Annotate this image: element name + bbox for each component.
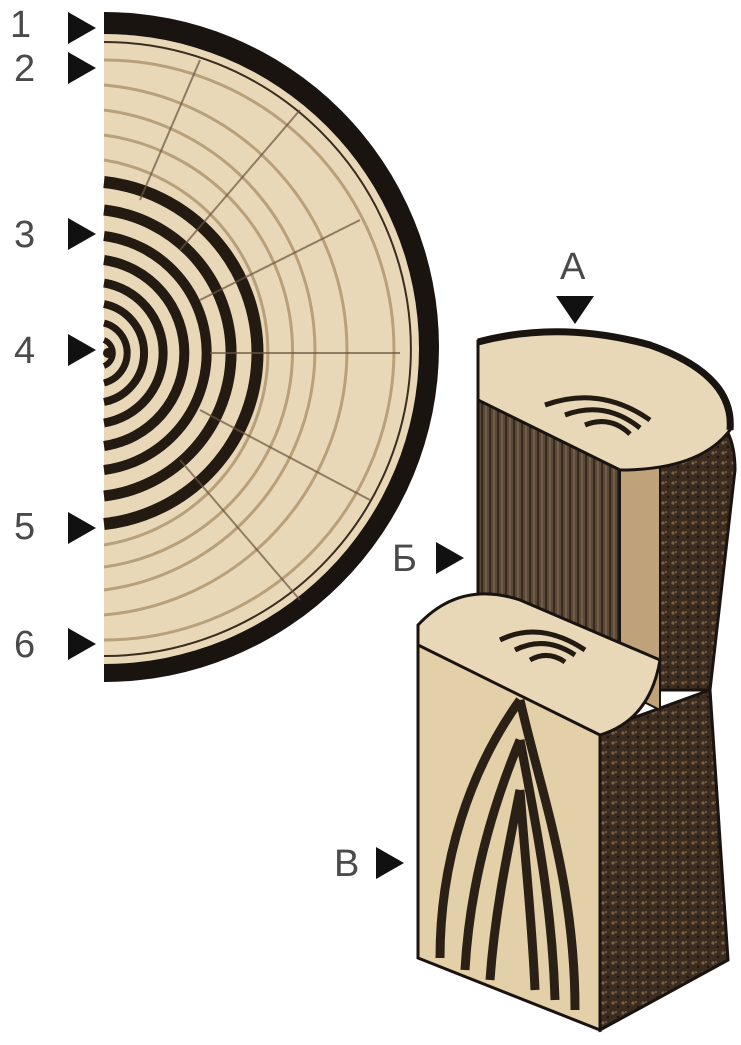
label-1: 1 xyxy=(10,6,31,44)
label-a: А xyxy=(560,248,585,286)
bark-side-lower xyxy=(600,690,728,1030)
label-b: Б xyxy=(392,540,417,578)
right-triangle-arrow-icon xyxy=(68,334,96,366)
right-triangle-arrow-icon xyxy=(68,218,96,250)
pith xyxy=(103,348,113,358)
right-triangle-arrow-icon xyxy=(68,12,96,44)
right-triangle-arrow-icon xyxy=(436,542,464,574)
log-block-3d xyxy=(418,332,735,1030)
label-2: 2 xyxy=(14,50,35,88)
right-triangle-arrow-icon xyxy=(68,512,96,544)
down-triangle-arrow-icon xyxy=(556,296,594,324)
label-3: 3 xyxy=(14,216,35,254)
label-5: 5 xyxy=(14,508,35,546)
label-v: В xyxy=(334,845,359,883)
cross-section-half-disc xyxy=(103,12,439,682)
right-triangle-arrow-icon xyxy=(376,847,404,879)
right-triangle-arrow-icon xyxy=(68,628,96,660)
label-4: 4 xyxy=(14,332,35,370)
label-6: 6 xyxy=(14,626,35,664)
right-triangle-arrow-icon xyxy=(68,52,96,84)
